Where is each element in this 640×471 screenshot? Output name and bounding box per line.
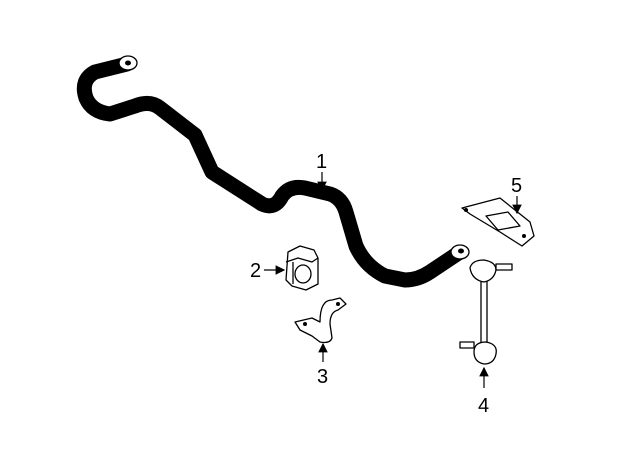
svg-text:5: 5: [511, 175, 522, 197]
callout-3: 3: [317, 342, 328, 388]
bushing-bracket[interactable]: [294, 297, 347, 344]
svg-text:4: 4: [478, 395, 489, 417]
svg-text:2: 2: [250, 260, 261, 282]
stabilizer-bar[interactable]: [76, 55, 470, 288]
callout-2: 2: [250, 260, 286, 282]
callout-4: 4: [478, 366, 489, 417]
bushing[interactable]: [285, 245, 319, 291]
callout-1: 1: [316, 151, 327, 192]
stabilizer-link[interactable]: [459, 259, 513, 365]
mount-bracket[interactable]: [461, 197, 535, 247]
svg-text:3: 3: [317, 366, 328, 388]
callout-5: 5: [511, 175, 522, 215]
svg-text:1: 1: [316, 151, 327, 173]
